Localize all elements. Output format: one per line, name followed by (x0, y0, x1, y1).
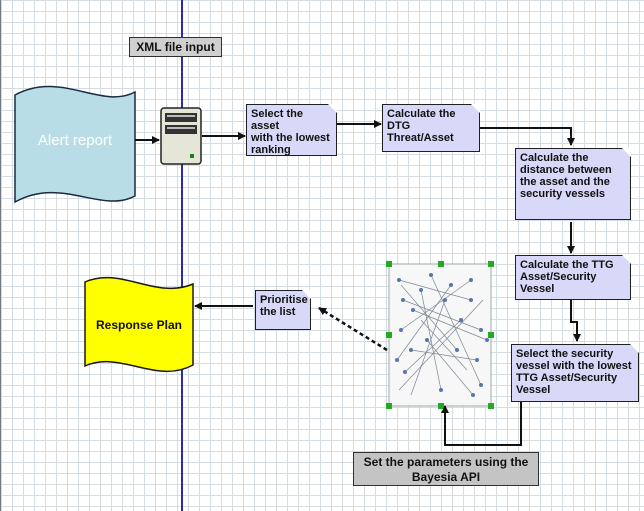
select-asset-box: Select the asset with the lowest ranking (246, 104, 337, 156)
server-icon (160, 107, 202, 165)
arrow-dtg-to-distance (480, 127, 575, 146)
xml-file-input-label: XML file input (129, 37, 222, 57)
bayesian-network-graph (386, 261, 494, 409)
arrow-ttg-to-vessel (570, 300, 581, 342)
response-plan-label: Response Plan (95, 318, 183, 332)
bayesia-api-box: Set the parameters using the Bayesia API (353, 452, 539, 486)
select-security-vessel-box: Select the security vessel with the lowe… (511, 344, 639, 402)
alert-report-shape (14, 85, 136, 204)
arrow-vessel-to-network (441, 402, 522, 446)
response-plan-shape (84, 276, 194, 373)
calculate-distance-box: Calculate the distance between the asset… (515, 148, 631, 220)
alert-report-label: Alert report (37, 132, 113, 149)
prioritise-list-box: Prioritise the list (255, 290, 311, 330)
calculate-ttg-box: Calculate the TTG Asset/Security Vessel (515, 255, 631, 300)
arrow-network-to-prioritise (318, 306, 388, 352)
calculate-dtg-box: Calculate the DTG Threat/Asset (382, 104, 480, 152)
